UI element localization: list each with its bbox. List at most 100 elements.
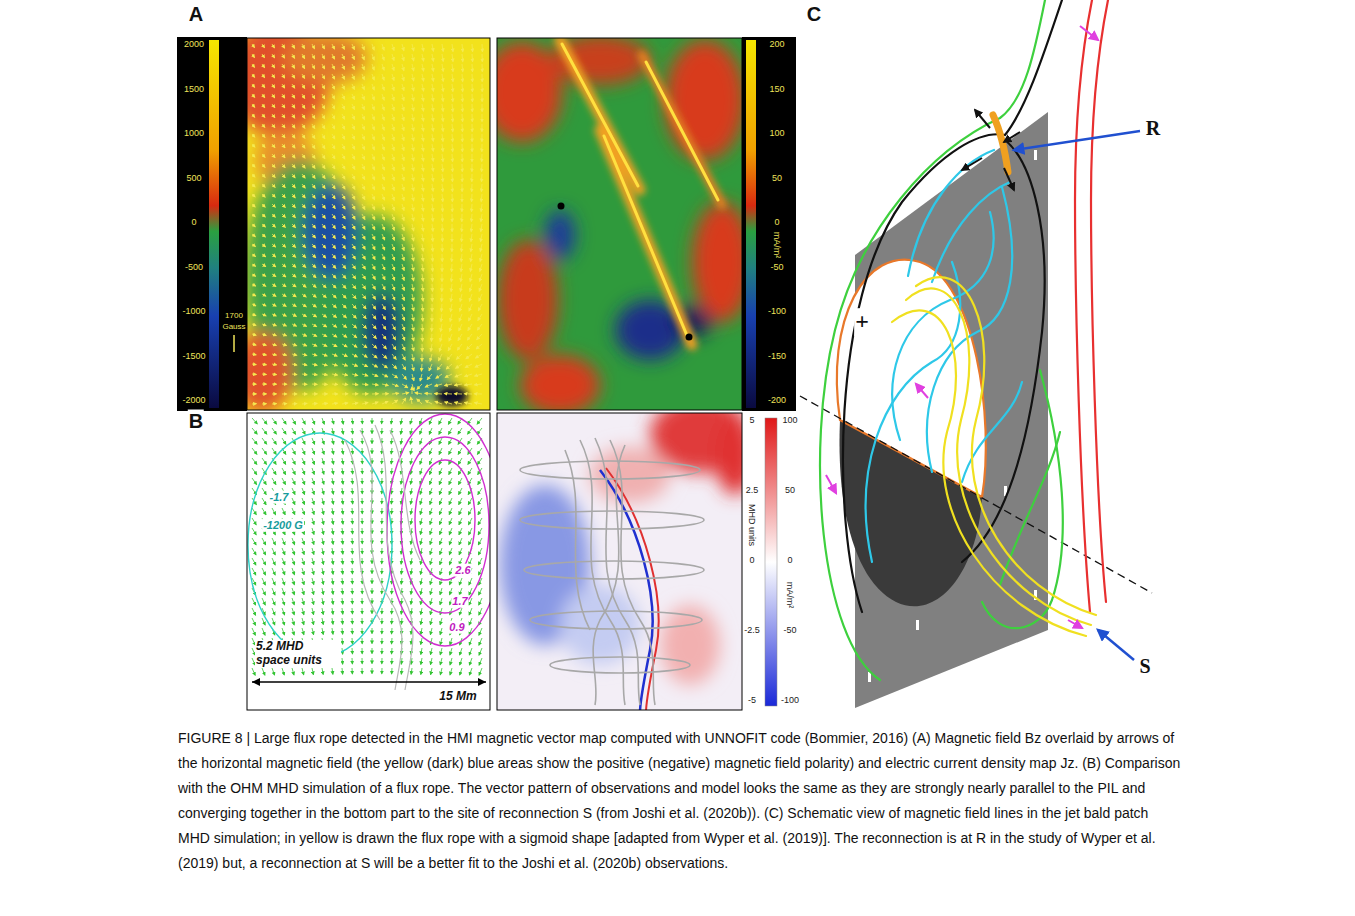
field-arrow bbox=[362, 498, 363, 504]
field-arrow bbox=[440, 528, 442, 535]
field-arrow bbox=[481, 214, 482, 222]
field-arrow bbox=[292, 498, 295, 505]
tick-value: 2000 bbox=[183, 39, 205, 49]
field-arrow bbox=[312, 488, 314, 494]
field-arrow bbox=[312, 568, 314, 575]
field-arrow bbox=[471, 244, 472, 252]
field-arrow bbox=[412, 174, 414, 181]
field-arrow bbox=[352, 44, 354, 50]
field-arrow bbox=[481, 154, 482, 162]
field-arrow bbox=[470, 284, 472, 291]
field-arrow bbox=[282, 344, 287, 346]
field-arrow bbox=[352, 668, 353, 674]
field-arrow bbox=[332, 74, 335, 79]
field-arrow bbox=[451, 254, 452, 262]
field-arrow bbox=[442, 64, 443, 72]
field-arrow bbox=[480, 274, 483, 281]
field-arrow bbox=[468, 458, 472, 464]
field-arrow bbox=[302, 578, 304, 585]
field-arrow bbox=[272, 393, 277, 394]
field-arrow bbox=[372, 438, 373, 444]
field-arrow bbox=[411, 638, 412, 644]
field-arrow bbox=[302, 284, 306, 287]
field-arrow bbox=[382, 134, 384, 140]
field-arrow bbox=[272, 354, 277, 355]
field-arrow bbox=[292, 478, 295, 485]
field-arrow bbox=[312, 558, 314, 565]
field-arrow bbox=[442, 184, 444, 192]
field-arrow bbox=[302, 224, 306, 228]
field-arrow bbox=[458, 428, 462, 434]
field-arrow bbox=[252, 144, 255, 147]
field-arrow bbox=[452, 44, 453, 52]
field-arrow bbox=[430, 458, 432, 464]
field-arrow bbox=[440, 608, 442, 615]
field-arrow bbox=[362, 244, 365, 249]
field-arrow bbox=[312, 144, 315, 149]
model-current-map bbox=[520, 461, 700, 479]
field-arrow bbox=[392, 84, 394, 90]
field-arrow bbox=[430, 508, 432, 515]
field-arrow bbox=[312, 598, 314, 605]
field-arrow bbox=[392, 234, 394, 240]
field-arrow bbox=[322, 284, 326, 288]
field-arrow bbox=[401, 438, 402, 444]
tick-value: -50 bbox=[782, 625, 797, 635]
field-arrow bbox=[332, 174, 335, 179]
field-arrow bbox=[322, 74, 325, 79]
field-arrow bbox=[382, 354, 387, 359]
field-arrow bbox=[272, 284, 276, 287]
field-arrow bbox=[462, 134, 463, 142]
field-arrow bbox=[420, 468, 422, 474]
field-arrow bbox=[312, 114, 315, 119]
field-arrow bbox=[382, 364, 387, 368]
field-arrow bbox=[292, 314, 296, 316]
field-arrow bbox=[422, 274, 423, 281]
field-arrow bbox=[302, 448, 305, 454]
field-arrow bbox=[342, 274, 346, 279]
field-arrow bbox=[252, 224, 255, 227]
field-arrow bbox=[332, 438, 334, 444]
field-arrow bbox=[461, 214, 462, 222]
field-arrow bbox=[472, 154, 473, 162]
field-arrow bbox=[252, 194, 255, 197]
model-current-map bbox=[520, 438, 704, 705]
field-arrow bbox=[479, 588, 482, 595]
field-arrow bbox=[412, 84, 414, 91]
field-arrow bbox=[272, 668, 275, 675]
field-arrow bbox=[468, 498, 472, 505]
contour-value: -1.7 bbox=[269, 491, 290, 504]
field-arrow bbox=[381, 428, 382, 434]
field-arrow bbox=[459, 518, 462, 525]
field-arrow bbox=[449, 428, 453, 434]
field-arrow bbox=[352, 64, 354, 70]
field-arrow bbox=[440, 658, 442, 665]
field-arrow bbox=[272, 314, 276, 316]
field-arrow bbox=[471, 164, 472, 172]
field-arrow bbox=[332, 54, 335, 59]
field-arrow bbox=[481, 164, 482, 172]
field-arrow bbox=[449, 498, 452, 505]
field-arrow bbox=[332, 114, 335, 119]
field-arrow bbox=[372, 94, 374, 100]
colorbar-panel bbox=[742, 37, 796, 411]
field-arrow bbox=[421, 608, 422, 615]
field-arrow bbox=[252, 64, 255, 67]
field-arrow bbox=[452, 174, 454, 182]
field-arrow bbox=[332, 294, 336, 298]
field-arrow bbox=[458, 448, 462, 454]
field-arrow bbox=[352, 638, 354, 644]
field-arrow bbox=[450, 558, 453, 565]
field-arrow bbox=[302, 508, 305, 515]
field-arrow bbox=[479, 598, 482, 605]
field-arrow bbox=[292, 114, 295, 118]
field-arrow bbox=[372, 134, 374, 140]
field-arrow bbox=[421, 638, 422, 645]
field-arrow bbox=[412, 104, 414, 111]
field-arrow bbox=[402, 244, 404, 251]
field-arrow bbox=[391, 608, 393, 614]
model-vector-map bbox=[415, 460, 475, 580]
field-arrow bbox=[352, 264, 356, 269]
jz-map bbox=[692, 202, 742, 322]
field-arrow bbox=[462, 64, 464, 72]
